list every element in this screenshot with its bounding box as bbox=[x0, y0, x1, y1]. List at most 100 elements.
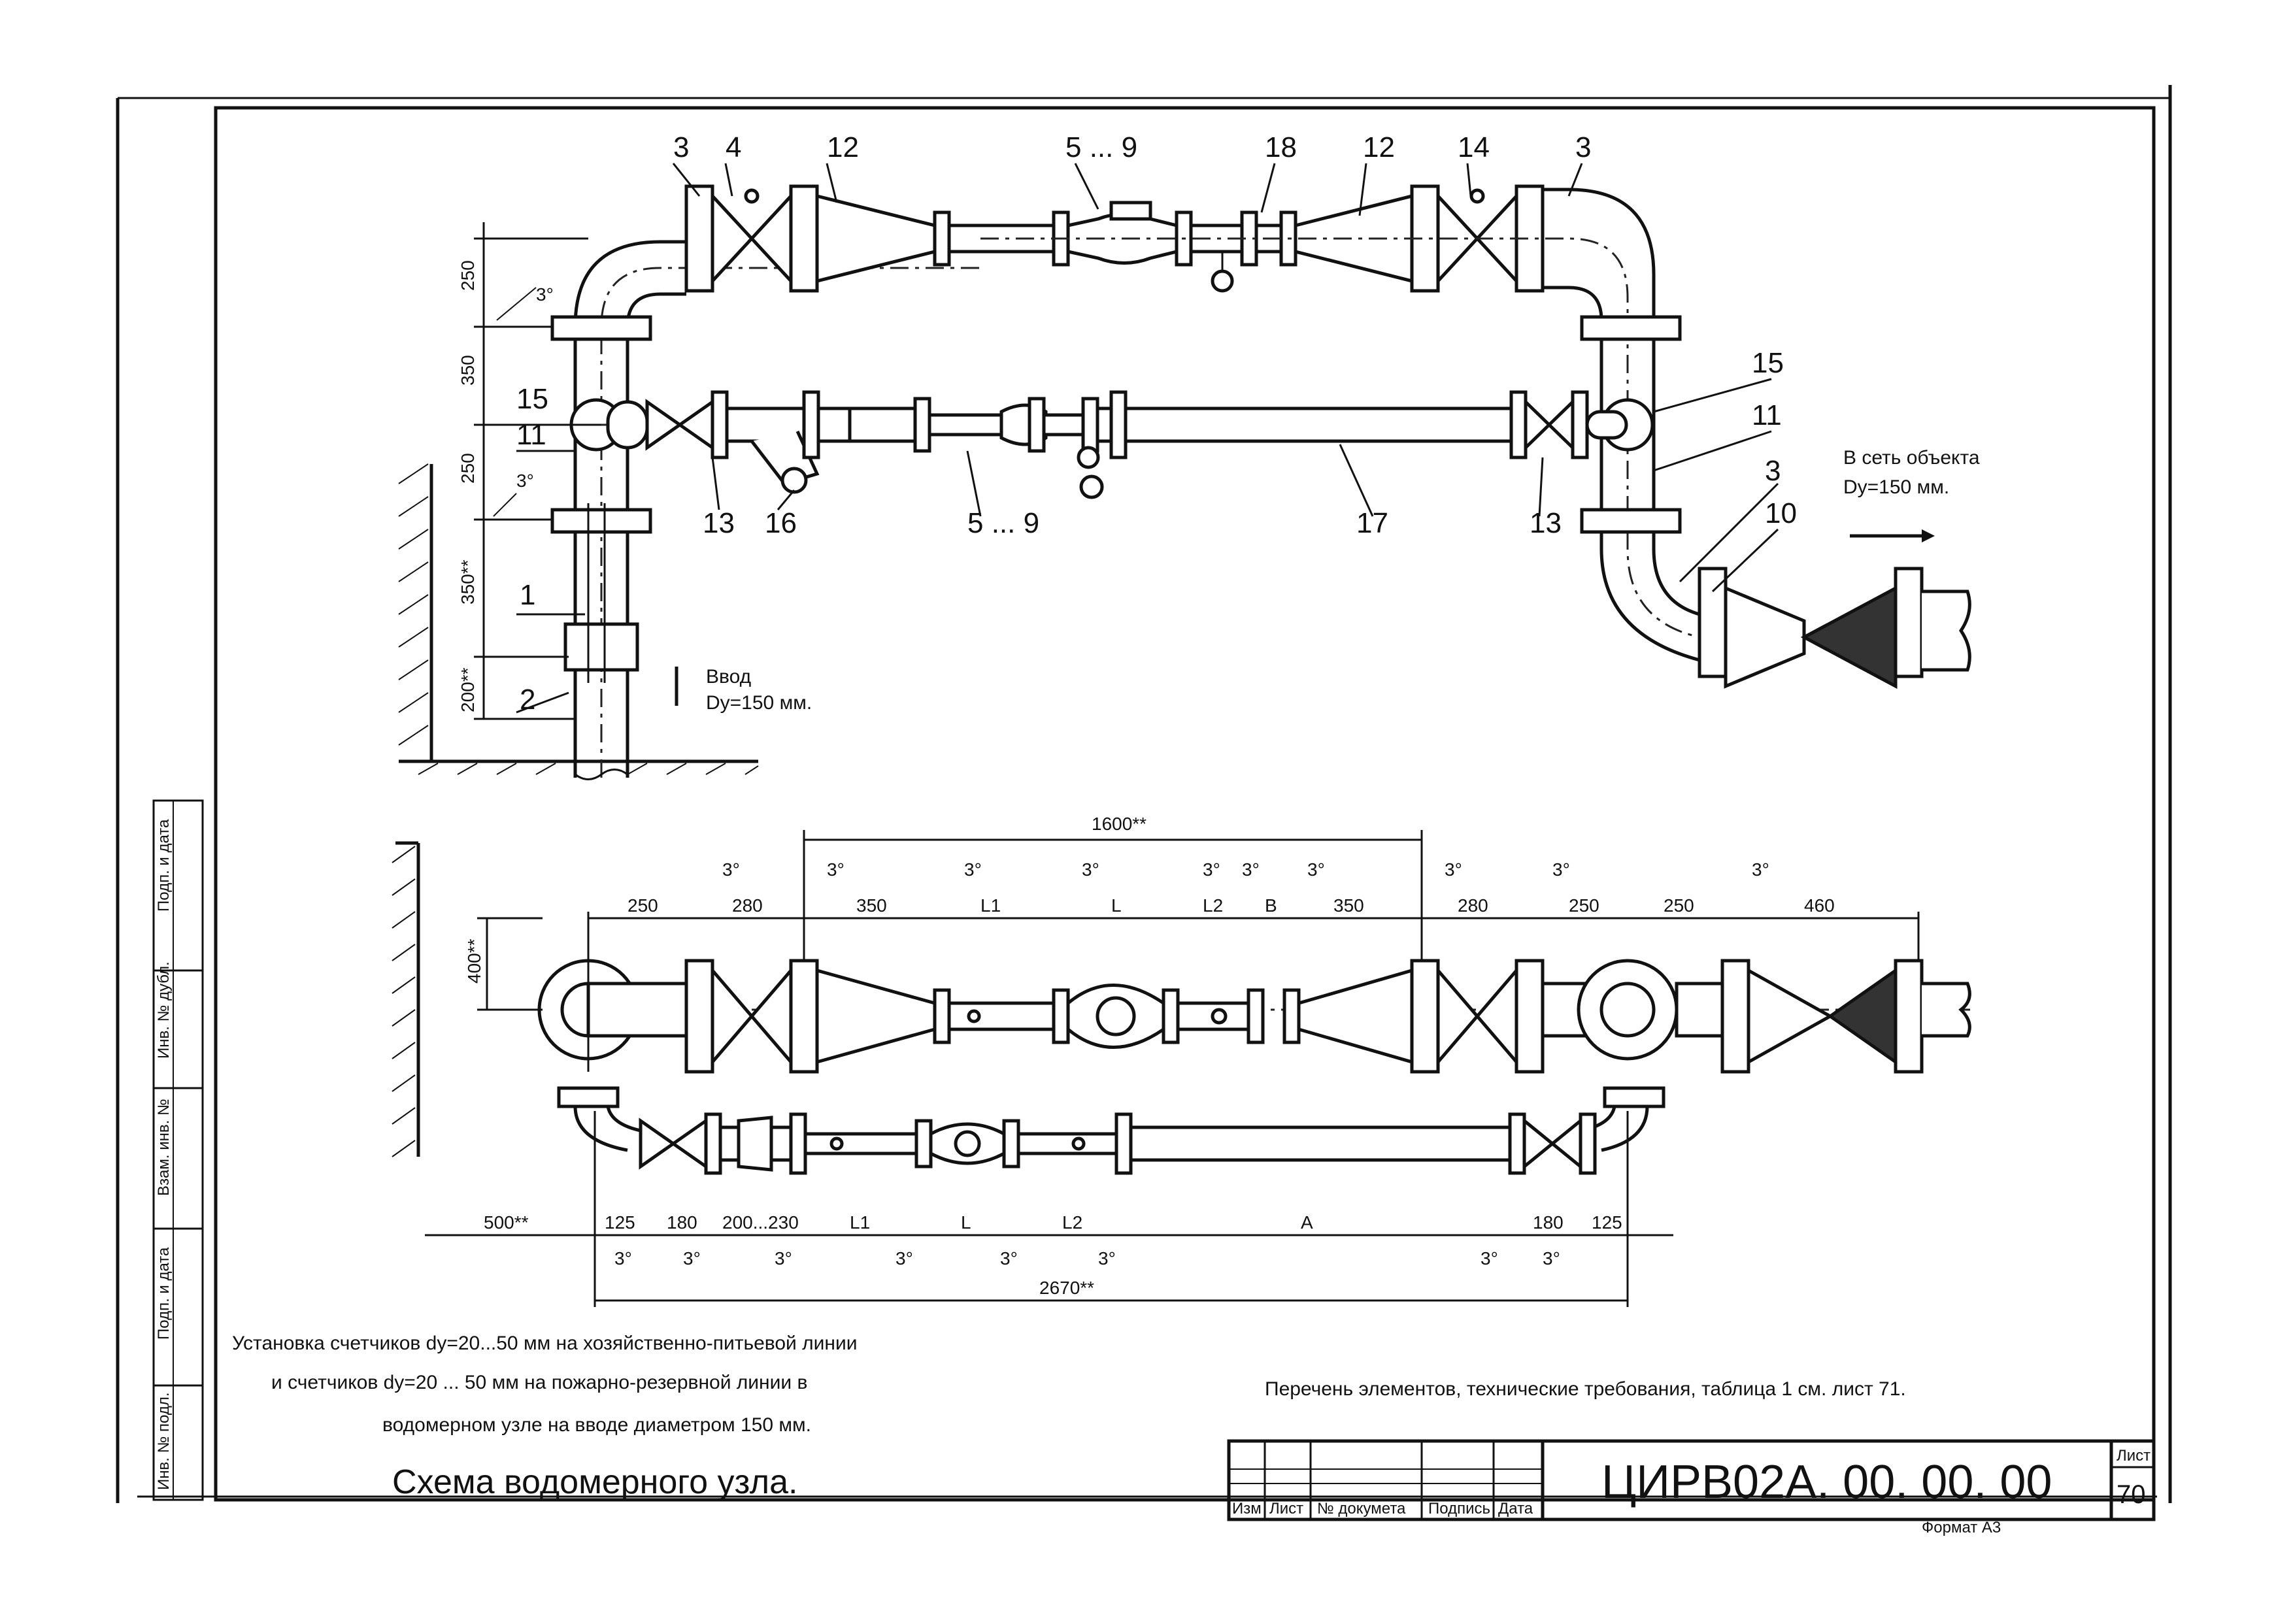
right-riser bbox=[1543, 188, 1700, 662]
item-label: 3 bbox=[1765, 455, 1781, 487]
dimension-text: 250 bbox=[628, 895, 658, 916]
vertical-dimension: 250 bbox=[458, 260, 478, 291]
dimension-text: 350 bbox=[1333, 895, 1364, 916]
drawing-frame bbox=[116, 85, 2172, 1503]
item-label: 17 bbox=[1356, 507, 1388, 539]
item-label: 13 bbox=[1530, 507, 1562, 539]
item-label: 14 bbox=[1458, 131, 1490, 163]
flange bbox=[550, 315, 652, 341]
title-block: Изм Лист № докумета Подпись Дата ЦИРВ02А… bbox=[1227, 1439, 2156, 1536]
item-label: 15 bbox=[516, 383, 548, 415]
vertical-dimension: 350** bbox=[458, 559, 478, 605]
item-label: 4 bbox=[726, 131, 741, 163]
angle-label: 3° bbox=[516, 471, 534, 491]
paper-format: Формат А3 bbox=[1922, 1519, 2001, 1536]
dimension-text: L bbox=[1111, 895, 1122, 916]
title-block-header: Лист bbox=[1269, 1500, 1303, 1517]
plan-view: 1600** 250 280 350 L1 L L2 B 350 280 250… bbox=[392, 814, 1974, 1307]
inlet-label: Ввод bbox=[706, 666, 751, 688]
item-label: 11 bbox=[516, 419, 546, 451]
title-block-header: № докумета bbox=[1317, 1500, 1406, 1517]
dimension-text: 280 bbox=[732, 895, 763, 916]
item-label: 12 bbox=[1363, 131, 1395, 163]
item-label: 5 ... 9 bbox=[967, 507, 1039, 539]
item-label: 1 bbox=[520, 579, 535, 611]
outlet-label: В сеть объекта bbox=[1843, 447, 1980, 469]
angle-label: 3° bbox=[683, 1248, 701, 1268]
elevation-view: 3 4 12 5 ... 9 18 12 14 3 15 11 13 16 5 … bbox=[398, 131, 1980, 780]
dimension-text: 125 bbox=[1592, 1212, 1622, 1233]
angle-label: 3° bbox=[1203, 859, 1220, 880]
angle-label: 3° bbox=[964, 859, 982, 880]
dimension-text: B bbox=[1265, 895, 1277, 916]
dimension-text: A bbox=[1301, 1212, 1313, 1233]
item-label: 18 bbox=[1265, 131, 1297, 163]
side-stamp: Подп. и дата Инв. № дубл. Взам. инв. № П… bbox=[152, 799, 204, 1501]
dimension-text: 460 bbox=[1804, 895, 1835, 916]
item-label: 10 bbox=[1765, 497, 1797, 529]
angle-label: 3° bbox=[722, 859, 740, 880]
outlet-size: Dy=150 мм. bbox=[1843, 476, 1949, 498]
dimension-text: L2 bbox=[1203, 895, 1223, 916]
dimension-text: 200...230 bbox=[722, 1212, 799, 1233]
vertical-dimension: 200** bbox=[458, 667, 478, 712]
item-label: 3 bbox=[673, 131, 689, 163]
dimension-text: 250 bbox=[1569, 895, 1599, 916]
item-label: 16 bbox=[765, 507, 797, 539]
dimension-text: L1 bbox=[980, 895, 1001, 916]
title-block-header: Изм bbox=[1232, 1500, 1262, 1517]
title-block-header: Подпись bbox=[1428, 1500, 1490, 1517]
dimension-text: 180 bbox=[667, 1212, 697, 1233]
dimension-text: 125 bbox=[605, 1212, 635, 1233]
dimension-text: 350 bbox=[856, 895, 887, 916]
vertical-dimension-chain bbox=[474, 222, 588, 720]
inlet-size: Dy=150 мм. bbox=[706, 692, 812, 714]
item-label: 13 bbox=[703, 507, 735, 539]
angle-label: 3° bbox=[614, 1248, 632, 1268]
sheet-number: 70 bbox=[2117, 1480, 2146, 1509]
angle-label: 3° bbox=[1000, 1248, 1018, 1268]
dimension-text: 180 bbox=[1533, 1212, 1564, 1233]
item-label: 5 ... 9 bbox=[1065, 131, 1137, 163]
vertical-dimension: 250 bbox=[458, 453, 478, 484]
angle-label: 3° bbox=[1242, 859, 1260, 880]
angle-label: 3° bbox=[1543, 1248, 1560, 1268]
document-code: ЦИРВ02А. 00. 00. 00 bbox=[1601, 1456, 2052, 1508]
item-label: 11 bbox=[1752, 399, 1782, 431]
side-stamp-field: Инв. № дубл. bbox=[155, 961, 173, 1059]
reference-note: Перечень элементов, технические требован… bbox=[1265, 1378, 1906, 1400]
angle-label: 3° bbox=[1445, 859, 1462, 880]
vertical-dimension: 350 bbox=[458, 355, 478, 386]
angle-label: 3° bbox=[827, 859, 845, 880]
angle-label: 3° bbox=[1552, 859, 1570, 880]
dimension-text: 250 bbox=[1664, 895, 1694, 916]
angle-label: 3° bbox=[895, 1248, 913, 1268]
angle-label: 3° bbox=[1307, 859, 1325, 880]
dimension-text: L bbox=[961, 1212, 971, 1233]
item-label: 12 bbox=[827, 131, 859, 163]
dimension-text: 500** bbox=[484, 1212, 529, 1233]
caption-line: Установка счетчиков dy=20...50 мм на хоз… bbox=[232, 1333, 858, 1354]
angle-label: 3° bbox=[1098, 1248, 1116, 1268]
drawing-title: Схема водомерного узла. bbox=[392, 1463, 797, 1501]
overall-dimension: 2670** bbox=[1039, 1278, 1094, 1298]
title-block-header: Дата bbox=[1498, 1500, 1533, 1517]
side-stamp-field: Подп. и дата bbox=[155, 819, 173, 912]
pipe-sleeve bbox=[563, 622, 639, 672]
sheet-label: Лист bbox=[2117, 1447, 2151, 1465]
angle-label: 3° bbox=[1481, 1248, 1498, 1268]
caption: Установка счетчиков dy=20...50 мм на хоз… bbox=[232, 1333, 1906, 1501]
dimension-text: L2 bbox=[1062, 1212, 1082, 1233]
dimension-text: L1 bbox=[850, 1212, 870, 1233]
overall-dimension: 1600** bbox=[1092, 814, 1146, 834]
dimension-text: 280 bbox=[1458, 895, 1488, 916]
vertical-dimension: 400** bbox=[464, 938, 484, 984]
plan-dimension-lines bbox=[425, 830, 1920, 1307]
angle-label: 3° bbox=[536, 284, 554, 305]
angle-label: 3° bbox=[1752, 859, 1769, 880]
flange bbox=[550, 508, 652, 534]
angle-label: 3° bbox=[775, 1248, 792, 1268]
caption-line: и счетчиков dy=20 ... 50 мм на пожарно-р… bbox=[271, 1372, 807, 1393]
